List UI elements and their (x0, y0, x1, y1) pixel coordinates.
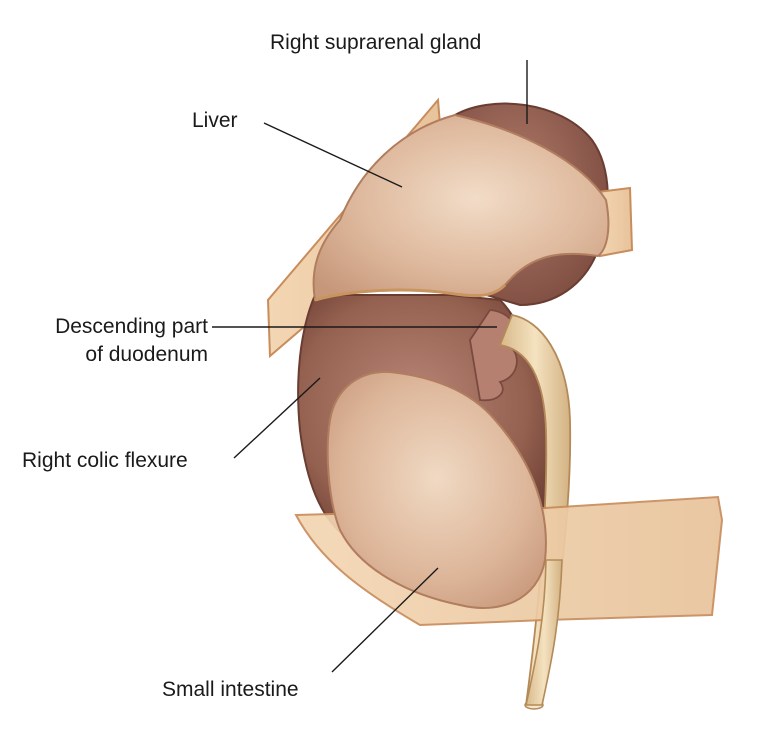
label-small-intestine: Small intestine (162, 678, 299, 701)
liver-rim (314, 283, 507, 302)
label-duodenum-line2: of duodenum (85, 343, 208, 366)
label-right-colic-flexure: Right colic flexure (22, 449, 188, 472)
label-duodenum-line1: Descending part (55, 315, 208, 338)
label-right-suprarenal-gland: Right suprarenal gland (270, 31, 482, 54)
label-liver: Liver (192, 109, 238, 132)
small-intestine-shape (326, 370, 547, 609)
ureter-lower (525, 559, 563, 706)
leader-colic (233, 377, 321, 459)
leader-intestine (331, 567, 439, 673)
leader-liver (263, 122, 403, 188)
